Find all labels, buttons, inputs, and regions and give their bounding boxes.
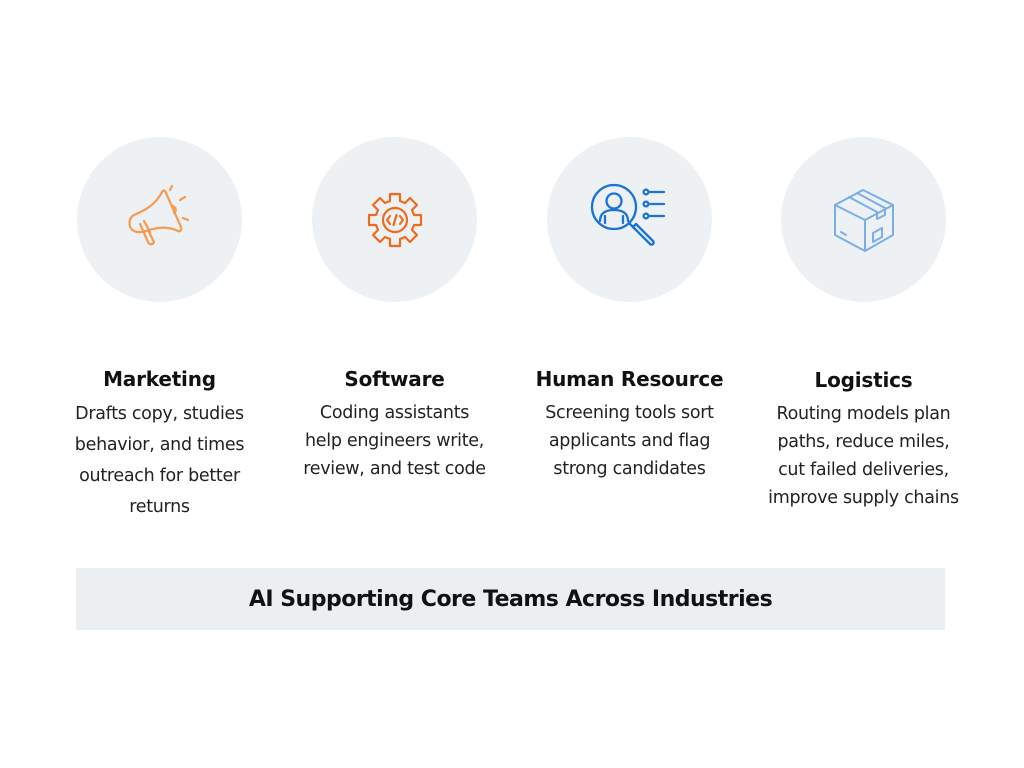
package-box-icon — [833, 188, 894, 252]
description-line: Coding assistants — [319, 403, 470, 423]
icon-circle — [312, 137, 477, 302]
card-description: Coding assistants help engineers write, … — [303, 399, 486, 483]
description-line: Drafts copy, studies — [75, 404, 244, 424]
card-human-resource: Human Resource Screening tools sort appl… — [512, 137, 747, 483]
icon-circle — [77, 137, 242, 302]
description-line: outreach for better — [79, 466, 240, 486]
description-line: behavior, and times — [74, 435, 245, 455]
card-logistics: Logistics Routing models plan paths, red… — [746, 137, 981, 512]
card-description: Routing models plan paths, reduce miles,… — [768, 400, 959, 512]
description-line: review, and test code — [303, 459, 486, 479]
card-description: Screening tools sort applicants and flag… — [545, 399, 714, 483]
megaphone-icon — [127, 184, 189, 245]
description-line: Screening tools sort — [545, 403, 714, 423]
caption-banner: AI Supporting Core Teams Across Industri… — [76, 568, 945, 630]
candidate-search-icon — [590, 183, 665, 246]
icon-circle — [547, 137, 712, 302]
card-marketing: Marketing Drafts copy, studies behavior,… — [42, 137, 277, 523]
description-line: improve supply chains — [768, 488, 959, 508]
gear-code-icon — [367, 192, 422, 247]
card-title: Software — [344, 367, 445, 391]
card-title: Marketing — [103, 367, 216, 391]
card-software: Software Coding assistants help engineer… — [277, 137, 512, 483]
description-line: help engineers write, — [305, 431, 484, 451]
card-title: Logistics — [814, 368, 913, 392]
description-line: cut failed deliveries, — [778, 460, 949, 480]
description-line: Routing models plan — [776, 404, 951, 424]
description-line: strong candidates — [553, 459, 706, 479]
card-description: Drafts copy, studies behavior, and times… — [74, 399, 245, 523]
icon-circle — [781, 137, 946, 302]
description-line: returns — [129, 497, 190, 517]
card-title: Human Resource — [535, 367, 724, 391]
description-line: applicants and flag — [548, 431, 711, 451]
description-line: paths, reduce miles, — [777, 432, 950, 452]
banner-title: AI Supporting Core Teams Across Industri… — [248, 586, 773, 612]
